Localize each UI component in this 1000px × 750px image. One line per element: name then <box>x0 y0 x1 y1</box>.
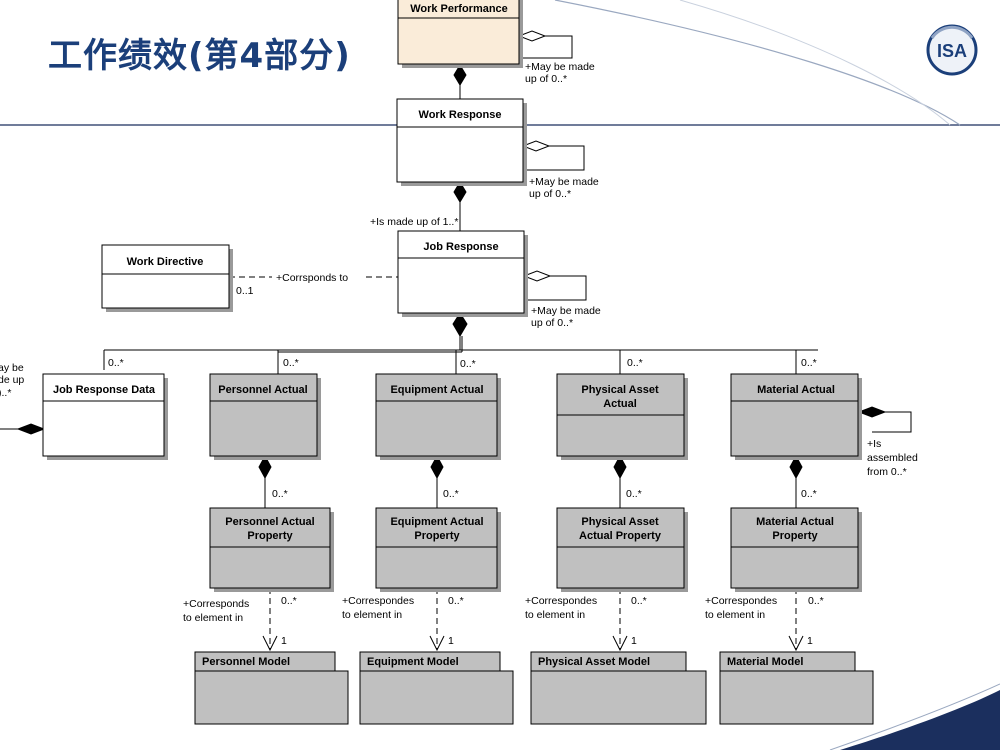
class-title: Job Response Data <box>53 384 156 396</box>
package-title: Personnel Model <box>202 656 290 668</box>
class-title-line2: Property <box>414 530 460 542</box>
class-title-line1: Material Actual <box>756 516 834 528</box>
correspond-label-2: to element in <box>183 612 243 624</box>
class-material-actual: Material Actual <box>730 373 862 460</box>
wr-self-label-2: up of 0..* <box>529 188 571 200</box>
multiplicity-label: 0..* <box>108 357 124 369</box>
package-title: Equipment Model <box>367 656 459 668</box>
package-material-model: Material Model <box>719 651 874 725</box>
class-title: Work Performance <box>410 3 508 15</box>
association-labels: +May be made up of 0..* +May be made up … <box>0 61 918 647</box>
class-physical-asset-actual: Physical Asset Actual <box>556 373 688 460</box>
multiplicity-label: 0..* <box>283 357 299 369</box>
correspond-label-1: +Corresponds <box>183 598 249 610</box>
class-title-line2: Actual Property <box>579 530 662 542</box>
multiplicity-label: 0..* <box>460 358 476 370</box>
class-title-line1: Equipment Actual <box>390 516 483 528</box>
class-title-line1: Physical Asset <box>581 516 659 528</box>
jr-self-label-1: +May be made <box>531 305 601 317</box>
multiplicity-label: 0..* <box>627 357 643 369</box>
wp-self-label-1: +May be made <box>525 61 595 73</box>
isa-logo-text: ISA <box>937 41 967 61</box>
class-work-performance: Work Performance <box>397 0 523 68</box>
multiplicity-label: 0..* <box>808 595 824 607</box>
connectors <box>0 30 912 652</box>
multiplicity-label: 1 <box>807 635 813 647</box>
class-title-line1: Physical Asset <box>581 384 659 396</box>
correspond-label-2: to element in <box>525 609 585 621</box>
class-equipment-actual-property: Equipment Actual Property <box>375 507 501 592</box>
correspond-label-2: to element in <box>705 609 765 621</box>
class-title: Work Response <box>419 109 502 121</box>
is-made-up-label: +Is made up of 1..* <box>370 216 458 228</box>
class-personnel-actual-property: Personnel Actual Property <box>209 507 334 592</box>
class-title: Equipment Actual <box>390 384 483 396</box>
jrd-self-label-2: de up <box>0 374 24 386</box>
jrd-self-label-3: )..* <box>0 387 11 399</box>
class-job-response: Job Response <box>397 230 528 317</box>
page-title: 工作绩效(第4部分) <box>48 36 351 76</box>
class-work-response: Work Response <box>396 98 527 186</box>
isa-logo: ISA <box>926 24 978 76</box>
correspond-label-1: +Correspondes <box>342 595 414 607</box>
class-title: Job Response <box>423 241 498 253</box>
multiplicity-label: 1 <box>448 635 454 647</box>
multiplicity-label: 0..* <box>281 595 297 607</box>
multiplicity-label: 0..* <box>448 595 464 607</box>
correspond-label-1: +Correspondes <box>525 595 597 607</box>
assembled-label-3: from 0..* <box>867 466 907 478</box>
correspond-label-1: +Correspondes <box>705 595 777 607</box>
class-title: Personnel Actual <box>218 384 307 396</box>
class-title-line1: Personnel Actual <box>225 516 314 528</box>
wr-self-label-1: +May be made <box>529 176 599 188</box>
work-directive-multiplicity: 0..1 <box>236 285 254 297</box>
multiplicity-label: 0..* <box>631 595 647 607</box>
jrd-self-label-1: ay be <box>0 362 24 374</box>
class-title-line2: Actual <box>603 398 637 410</box>
jr-self-label-2: up of 0..* <box>531 317 573 329</box>
package-title: Physical Asset Model <box>538 656 650 668</box>
class-work-directive: Work Directive <box>101 244 233 312</box>
multiplicity-label: 0..* <box>272 488 288 500</box>
class-material-actual-property: Material Actual Property <box>730 507 862 592</box>
assembled-label-1: +Is <box>867 438 881 450</box>
multiplicity-label: 1 <box>281 635 287 647</box>
package-equipment-model: Equipment Model <box>359 651 514 725</box>
wp-self-label-2: up of 0..* <box>525 73 567 85</box>
multiplicity-label: 0..* <box>801 488 817 500</box>
assembled-label-2: assembled <box>867 452 918 464</box>
package-physical-asset-model: Physical Asset Model <box>530 651 707 725</box>
class-job-response-data: Job Response Data <box>42 373 168 460</box>
class-personnel-actual: Personnel Actual <box>209 373 321 460</box>
class-title: Material Actual <box>757 384 835 396</box>
class-physical-asset-actual-property: Physical Asset Actual Property <box>556 507 688 592</box>
multiplicity-label: 0..* <box>443 488 459 500</box>
class-equipment-actual: Equipment Actual <box>375 373 501 460</box>
class-title: Work Directive <box>127 256 204 268</box>
multiplicity-label: 1 <box>631 635 637 647</box>
class-title-line2: Property <box>772 530 818 542</box>
package-personnel-model: Personnel Model <box>194 651 349 725</box>
correspond-label-2: to element in <box>342 609 402 621</box>
corresponds-to-label: +Corrsponds to <box>276 272 348 284</box>
multiplicity-label: 0..* <box>801 357 817 369</box>
class-title-line2: Property <box>247 530 293 542</box>
package-title: Material Model <box>727 656 803 668</box>
multiplicity-label: 0..* <box>626 488 642 500</box>
